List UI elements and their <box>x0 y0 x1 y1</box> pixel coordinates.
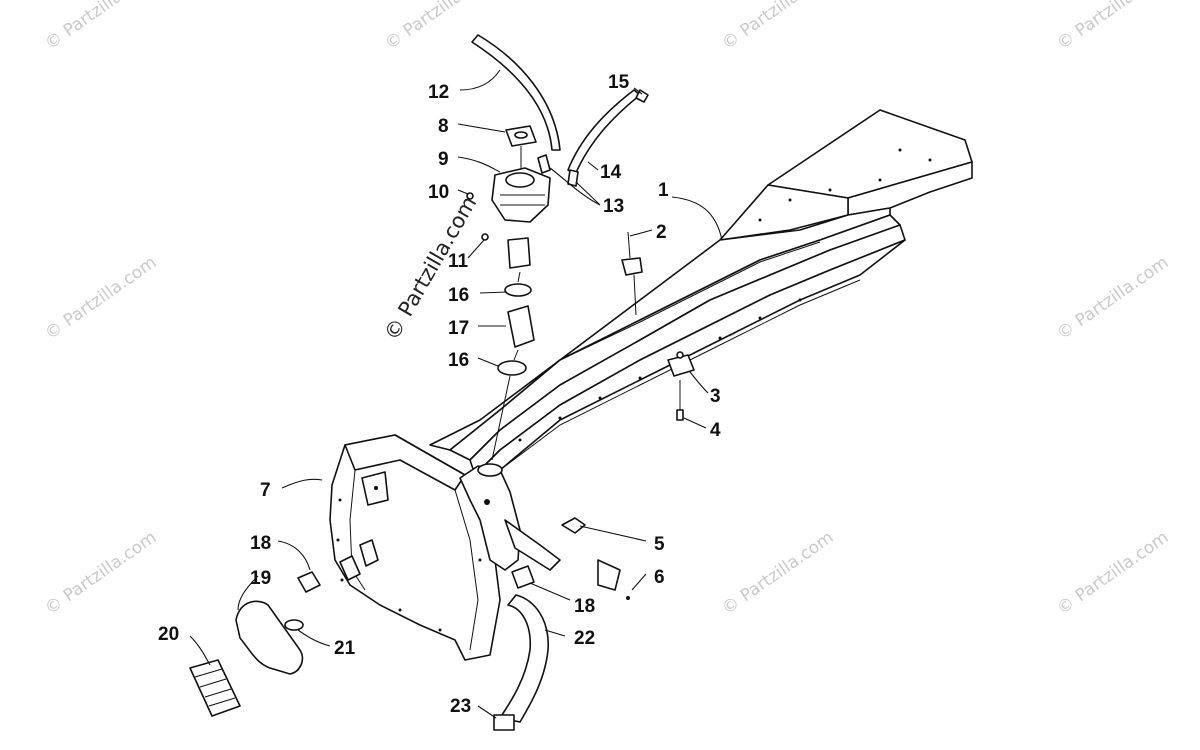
clamp-21 <box>284 619 304 631</box>
watermark: © Partzilla.com <box>41 252 160 344</box>
callout-7: 7 <box>260 480 271 501</box>
fitting-13 <box>537 154 551 174</box>
clamp-18-left <box>297 571 321 593</box>
callout-12: 12 <box>428 82 449 103</box>
watermark: © Partzilla.com <box>1053 527 1172 619</box>
callout-21: 21 <box>334 638 356 659</box>
callout-23: 23 <box>450 696 471 717</box>
callout-5: 5 <box>654 534 665 555</box>
callout-13: 13 <box>603 196 624 217</box>
hose-22 <box>499 594 549 723</box>
callout-17: 17 <box>448 318 469 339</box>
watermark-layer: © Partzilla.com © Partzilla.com © Partzi… <box>41 0 1172 619</box>
watermark: © Partzilla.com <box>718 0 837 54</box>
callout-11: 11 <box>448 251 469 272</box>
fill-neck-assembly <box>466 125 551 269</box>
leader-lines <box>189 69 723 719</box>
callout-19: 19 <box>250 568 271 589</box>
watermark: © Partzilla.com <box>1053 252 1172 344</box>
callout-18-right: 18 <box>574 596 595 617</box>
callout-4: 4 <box>710 420 721 441</box>
clamp-16-upper <box>504 283 532 297</box>
bracket-5 <box>561 517 586 534</box>
fitting-13 <box>567 169 579 187</box>
callout-22: 22 <box>574 628 595 649</box>
watermark: © Partzilla.com <box>41 0 160 54</box>
clip-2 <box>621 257 643 276</box>
tunnel-cooler-assembly <box>429 109 973 489</box>
clamp-16-lower <box>497 360 527 376</box>
callout-labels: 1 2 3 4 5 6 7 8 9 10 11 12 13 14 15 16 1… <box>158 72 721 717</box>
callout-3: 3 <box>710 386 721 407</box>
hose-14 <box>567 89 641 176</box>
hose-17 <box>507 305 535 348</box>
hose-19 <box>235 600 304 675</box>
callout-16-lower: 16 <box>448 350 469 371</box>
callout-20: 20 <box>158 624 179 645</box>
callout-9: 9 <box>438 149 449 170</box>
bracket-6 <box>597 559 621 591</box>
coolant-outlet-housing <box>459 463 561 571</box>
front-heat-exchanger <box>329 434 501 661</box>
callout-10: 10 <box>428 182 449 203</box>
callout-15: 15 <box>608 72 630 93</box>
watermark: © Partzilla.com <box>718 527 837 619</box>
callout-18-left: 18 <box>250 533 271 554</box>
clamp-15 <box>635 89 649 103</box>
watermark: © Partzilla.com <box>41 527 160 619</box>
callout-6: 6 <box>654 567 665 588</box>
callout-14: 14 <box>600 162 622 183</box>
callout-8: 8 <box>438 116 449 137</box>
clamp-23 <box>493 714 515 731</box>
callout-1: 1 <box>658 180 669 201</box>
hose-12 <box>471 34 561 151</box>
bellows-20 <box>189 659 241 717</box>
callout-2: 2 <box>656 222 667 243</box>
watermark: © Partzilla.com <box>1053 0 1172 54</box>
callout-16-upper: 16 <box>448 285 469 306</box>
clamp-18-right <box>511 565 535 589</box>
